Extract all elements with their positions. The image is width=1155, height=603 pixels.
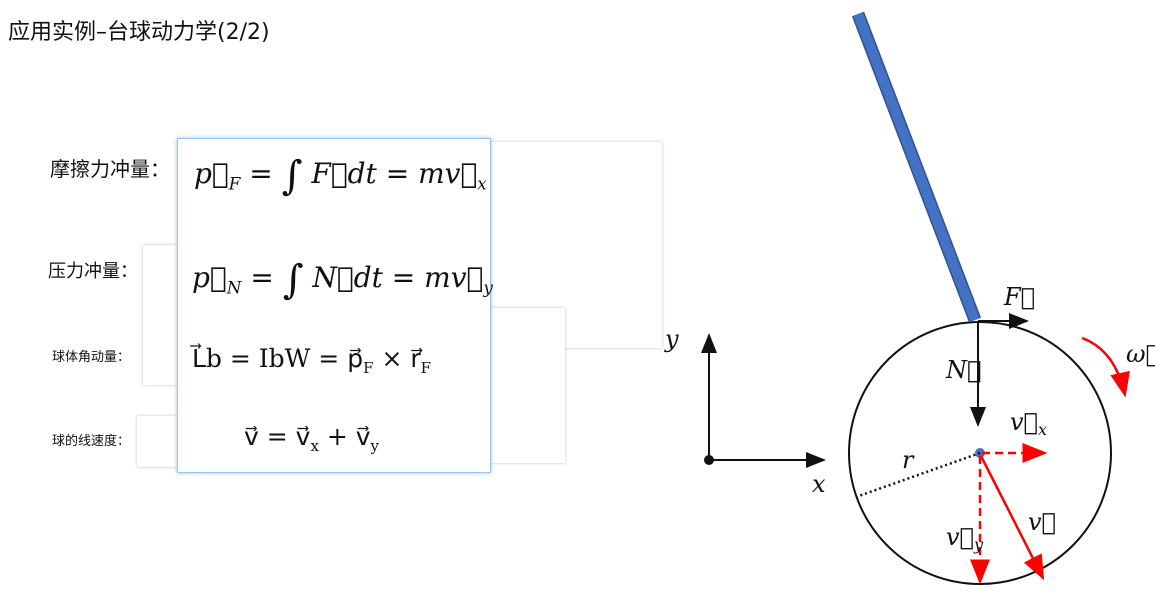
- formula-angular: L⃗b = IbW = p⃗F × r⃗F: [192, 344, 431, 377]
- f-rhs: F⃗dt = mv⃗: [302, 157, 478, 190]
- omega-label: ω⃗: [1126, 340, 1155, 368]
- l-lhs: v⃗ = v⃗: [244, 422, 311, 451]
- l-sub2: y: [370, 437, 380, 455]
- origin-dot: [704, 455, 714, 465]
- integral-symbol: ∫: [281, 153, 303, 199]
- radius-label: r: [902, 446, 915, 474]
- backdrop-box: [143, 245, 183, 385]
- p-rhs: N⃗dt = mv⃗: [303, 261, 484, 294]
- vy-label: v⃗y: [946, 523, 984, 554]
- label-friction-impulse: 摩擦力冲量：: [50, 157, 170, 181]
- cue-stick: [853, 12, 980, 322]
- force-label: F⃗: [1003, 283, 1035, 311]
- velocity-arrow: [979, 455, 1045, 581]
- backdrop-box: [137, 416, 182, 467]
- l-plus: + v⃗: [318, 422, 371, 451]
- f-eq: =: [240, 157, 282, 190]
- a-lhs: L⃗b: [192, 344, 222, 373]
- a-cross: × r⃗: [373, 344, 421, 373]
- formula-pressure: p⃗N = ∫ N⃗dt = mv⃗y: [192, 257, 493, 303]
- vx-label: v⃗x: [1010, 408, 1047, 439]
- f-rhs-sub: x: [477, 173, 487, 194]
- l-sub1: x: [310, 437, 319, 455]
- velocity-label: v⃗: [1028, 508, 1056, 536]
- omega-arrow: [1081, 336, 1130, 398]
- formula-friction: p⃗F = ∫ F⃗dt = mv⃗x: [194, 153, 487, 199]
- f-lhs: p⃗: [194, 157, 229, 190]
- slide-title: 应用实例–台球动力学(2/2): [8, 20, 270, 45]
- a-mid: = IbW = p⃗: [221, 344, 364, 373]
- formula-box: p⃗F = ∫ F⃗dt = mv⃗x p⃗N = ∫ N⃗dt = mv⃗y …: [177, 138, 493, 473]
- formula-linear: v⃗ = v⃗x + v⃗y: [244, 422, 379, 455]
- f-lhs-sub: F: [228, 173, 241, 194]
- normal-label: N⃗: [945, 356, 981, 384]
- y-axis-label: y: [664, 325, 679, 353]
- p-lhs-sub: N: [226, 277, 242, 298]
- label-pressure-impulse: 压力冲量：: [48, 261, 138, 282]
- p-eq: =: [241, 261, 283, 294]
- p-rhs-sub: y: [483, 277, 493, 298]
- label-linear-velocity: 球的线速度：: [52, 434, 131, 449]
- x-axis-label: x: [812, 470, 826, 498]
- label-angular-momentum: 球体角动量：: [52, 350, 131, 365]
- backdrop-box: [485, 308, 565, 463]
- radius-line: [855, 451, 981, 499]
- integral-symbol: ∫: [282, 257, 304, 303]
- a-sub1: F: [363, 359, 374, 377]
- p-lhs: p⃗: [192, 261, 227, 294]
- a-sub2: F: [420, 359, 432, 377]
